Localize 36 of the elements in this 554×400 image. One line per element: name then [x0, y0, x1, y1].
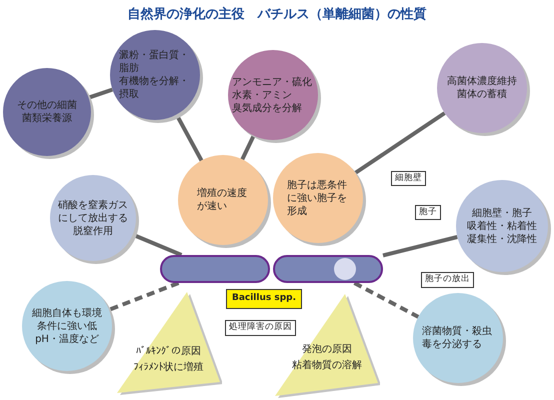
circle-text: その他の細菌菌類栄養源 — [17, 99, 77, 125]
circle-text: アンモニア・硫化水素・アミン — [232, 76, 313, 102]
circle-text: 臭気成分を分解 — [232, 102, 303, 114]
label-tag: 細胞壁 — [391, 171, 426, 186]
connector-line — [382, 235, 458, 258]
circle-text: 澱粉・蛋白質・脂肪 — [119, 49, 190, 75]
circle-text: 吸着性・粘着性 — [466, 220, 538, 232]
cause-triangle — [274, 292, 380, 398]
connector-line — [88, 88, 114, 100]
label-tag: 胞子 — [415, 205, 441, 220]
circle-text: 細胞自体も環境条件に強い低pH・温度など — [31, 306, 103, 346]
circle-text: 有機物を分解・摂取 — [119, 75, 190, 101]
connector-line — [108, 281, 180, 312]
circle-text: 細胞壁・胞子 — [471, 206, 533, 220]
circle-text: 増殖の速度が速い — [197, 187, 248, 213]
triangle-text: 粘着物質の溶解 — [291, 358, 363, 373]
circle-text: 高菌体濃度維持 — [446, 75, 518, 88]
circle-text: 凝集性・沈降性 — [466, 232, 538, 246]
connector-line — [354, 111, 446, 175]
diagram-title: 自然界の浄化の主役 バチルス（単離細菌）の性質 — [126, 6, 428, 23]
property-circle — [178, 155, 268, 245]
triangle-text: ﾌｨﾗﾒﾝﾄ状に増殖 — [132, 360, 204, 375]
bacterium-rod — [273, 255, 383, 283]
cause-triangle — [115, 290, 222, 398]
bacterium-rod — [160, 255, 270, 283]
name-tag: Bacillus spp. — [226, 289, 302, 309]
triangle-text: ﾊﾞﾙｷﾝｸﾞの原因 — [135, 344, 202, 359]
circle-text: 溶菌物質・殺虫毒を分泌する — [422, 325, 493, 351]
connector-line — [240, 134, 256, 160]
circle-text: 胞子は悪条件に強い胞子を形成 — [287, 178, 348, 218]
label-tag: 胞子の放出 — [421, 272, 474, 288]
label-tag: 処理障害の原因 — [225, 320, 296, 336]
connector-line — [353, 281, 420, 319]
circle-text: 菌体の蓄積 — [456, 88, 508, 101]
circle-text: 硝酸を窒素ガスにして放出する脱窒作用 — [57, 198, 129, 238]
triangle-text: 発泡の原因 — [301, 343, 353, 357]
